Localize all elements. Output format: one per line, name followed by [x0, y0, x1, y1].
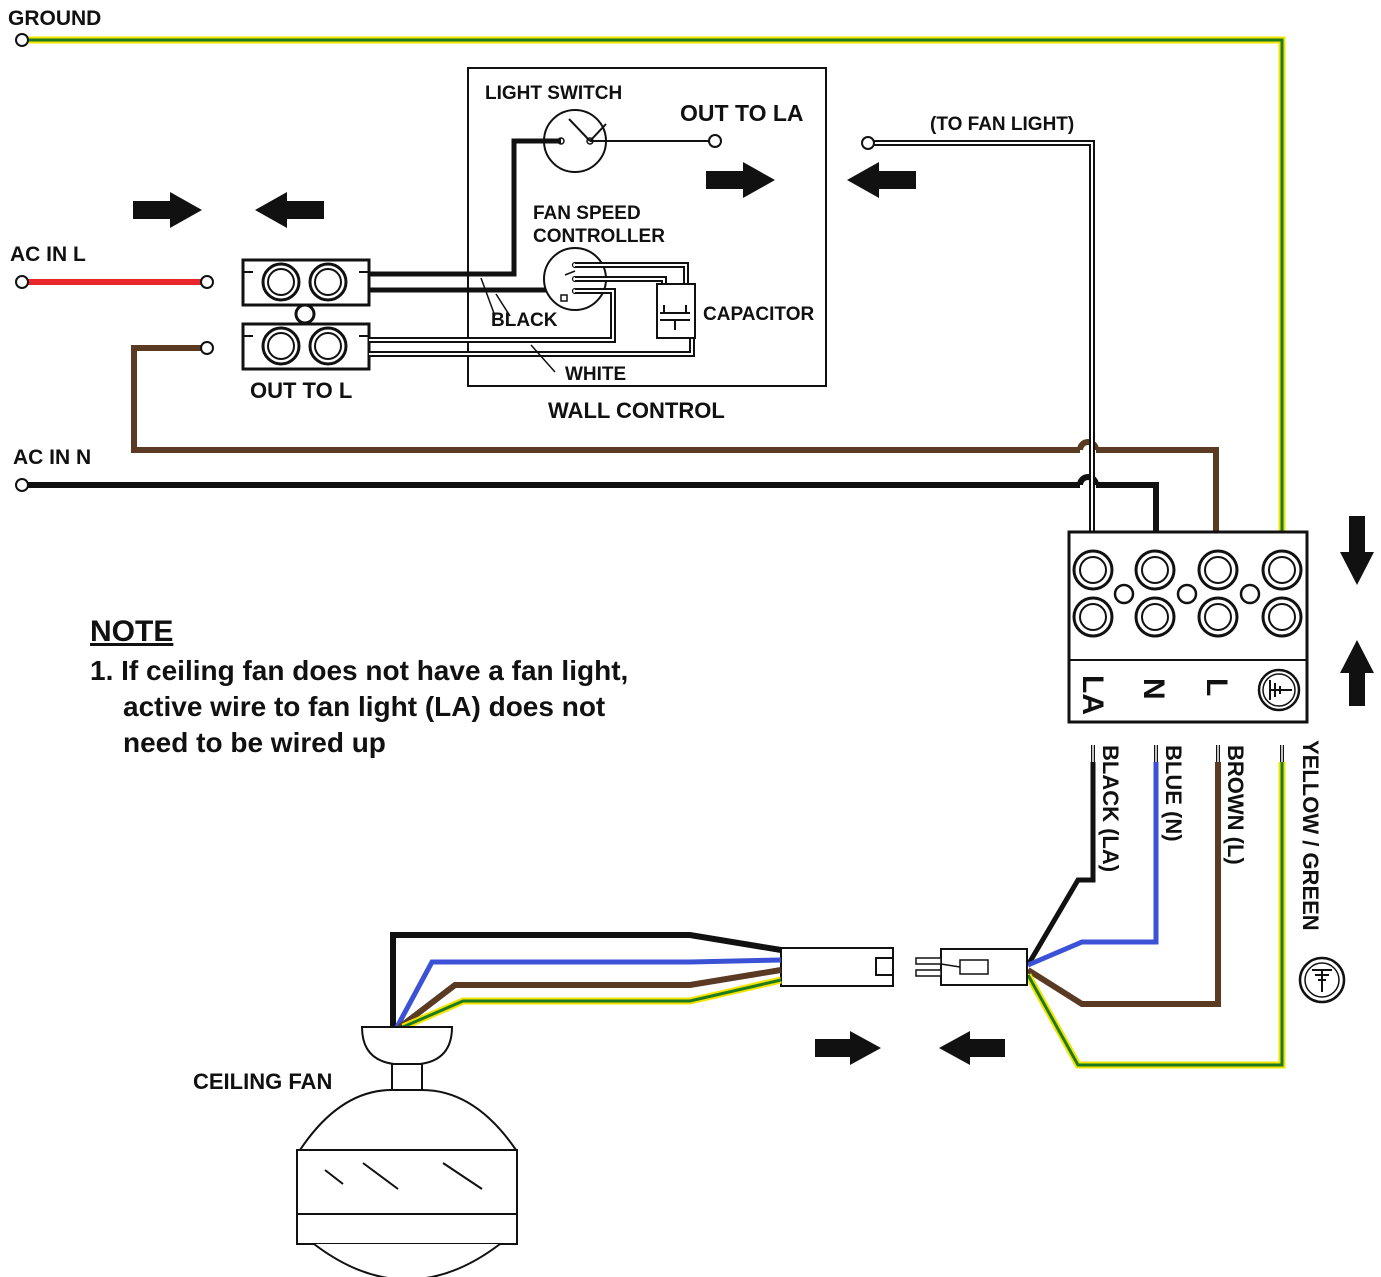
ac-in-n-wire	[15, 474, 1159, 540]
terminal-l-label: L	[1200, 678, 1233, 696]
black-label: BLACK	[491, 310, 558, 331]
ac-in-l-wire	[15, 275, 214, 289]
arrow-right-icon	[133, 192, 202, 228]
note-line-2: active wire to fan light (LA) does not	[123, 691, 606, 722]
ac-in-n-label: AC IN N	[13, 446, 91, 469]
arrow-right-icon	[815, 1031, 881, 1065]
earth-symbol-icon	[1298, 956, 1346, 1004]
terminal-screws	[1072, 549, 1303, 638]
arrow-left-icon	[847, 162, 916, 198]
terminal-la-label: LA	[1076, 675, 1109, 715]
out-to-l-label: OUT TO L	[250, 378, 352, 403]
white-label: WHITE	[565, 364, 626, 385]
fan-speed-controller-icon	[369, 247, 695, 357]
light-switch-label: LIGHT SWITCH	[485, 83, 622, 104]
brown-l-wire-label: BROWN (L)	[1223, 745, 1248, 865]
fan-speed-label: FAN SPEED	[533, 203, 641, 224]
to-fan-light-label: (TO FAN LIGHT)	[930, 114, 1074, 135]
left-connector-block	[241, 258, 371, 371]
ground-label: GROUND	[8, 7, 101, 30]
arrow-left-icon	[255, 192, 324, 228]
capacitor-icon	[656, 283, 696, 339]
out-to-l-brown-wire	[131, 341, 1219, 540]
ground-wire	[15, 33, 1286, 540]
female-plug-connector	[915, 948, 1028, 986]
note-title: NOTE	[90, 615, 174, 648]
note-line-1: 1. If ceiling fan does not have a fan li…	[90, 655, 629, 686]
blue-n-wire-label: BLUE (N)	[1161, 745, 1186, 842]
wall-control-label: WALL CONTROL	[548, 398, 725, 423]
ceiling-fan-label: CEILING FAN	[193, 1069, 332, 1094]
black-la-wire-label: BLACK (LA)	[1098, 745, 1123, 872]
ac-in-l-label: AC IN L	[10, 243, 86, 266]
ceiling-fan-icon	[296, 1026, 518, 1277]
yellow-green-wire-label: YELLOW / GREEN	[1298, 740, 1323, 931]
wall-control-box	[467, 67, 827, 387]
capacitor-label: CAPACITOR	[703, 304, 814, 325]
fan-cable-wires	[390, 932, 782, 1031]
right-terminal-block: LA N L	[1067, 530, 1309, 724]
earth-symbol-icon	[1257, 668, 1301, 712]
arrow-up-icon	[1340, 640, 1374, 706]
terminal-n-label: N	[1137, 678, 1170, 700]
male-plug-connector	[780, 947, 894, 987]
arrow-right-icon	[706, 162, 775, 198]
note-line-3: need to be wired up	[123, 727, 386, 758]
arrow-left-icon	[939, 1031, 1005, 1065]
controller-label: CONTROLLER	[533, 226, 665, 247]
out-to-la-label: OUT TO LA	[680, 100, 804, 126]
white-pointer	[530, 344, 556, 373]
lead-wires	[1024, 745, 1286, 1069]
light-switch-icon	[543, 109, 722, 173]
to-fan-light-wire	[861, 136, 1095, 540]
arrow-down-icon	[1340, 516, 1374, 585]
note-block: NOTE 1. If ceiling fan does not have a f…	[90, 615, 730, 761]
